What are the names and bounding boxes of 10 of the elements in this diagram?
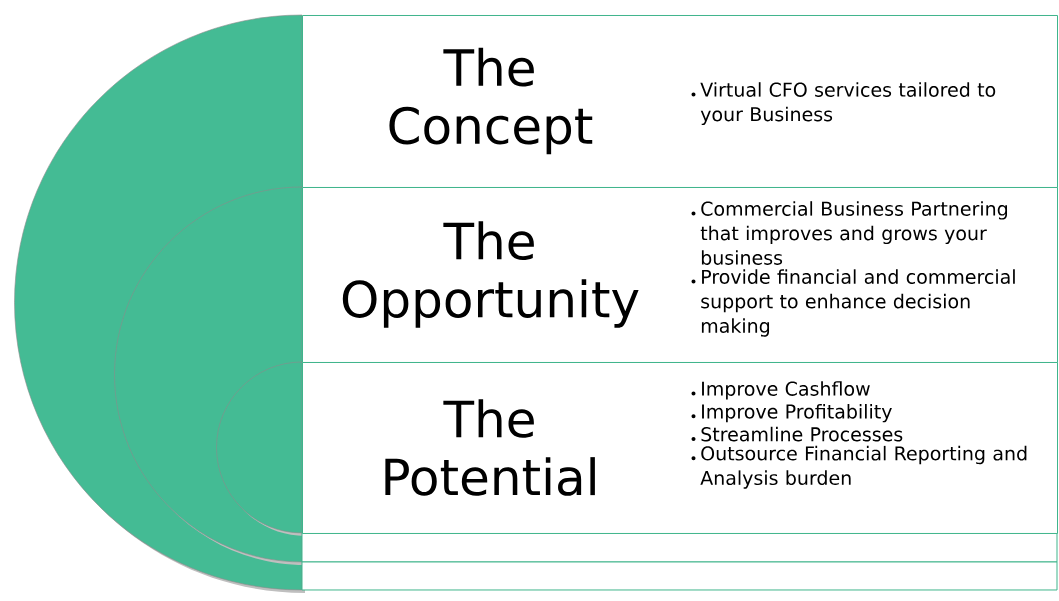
heading: The Opportunity — [342, 221, 639, 328]
bullet-item: Outsource Financial Reporting and Analysis burden — [691, 445, 1027, 489]
bullet-item: Streamline Processes — [691, 426, 903, 442]
bullet-item: Virtual CFO services tailored to your Business — [691, 82, 996, 126]
bullet-item: Provide financial and commercial support to enhance decision making — [691, 269, 1015, 337]
bullet-item: Improve Cashflow — [691, 381, 870, 400]
bullet-item: Improve Profitability — [691, 404, 892, 423]
bullet-item: Commercial Business Partnering that improves and grows your business — [691, 201, 1007, 265]
heading: The Concept — [389, 47, 593, 155]
heading: The Potential — [385, 399, 595, 496]
